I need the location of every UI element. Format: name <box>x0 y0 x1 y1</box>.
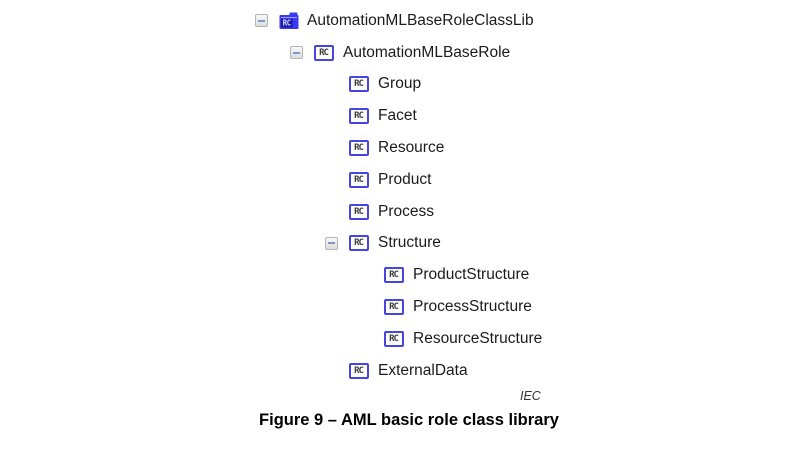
tree-item-label[interactable]: Facet <box>378 107 417 125</box>
tree: RC AutomationMLBaseRoleClassLib RC Autom… <box>0 5 542 387</box>
tree-row[interactable]: RC AutomationMLBaseRole <box>0 37 542 69</box>
tree-row[interactable]: RC ResourceStructure <box>0 323 542 355</box>
tree-expander-slot <box>290 46 314 60</box>
minus-icon <box>258 19 265 22</box>
tree-item-label[interactable]: ResourceStructure <box>413 329 543 347</box>
tree-item-label[interactable]: Group <box>378 75 422 93</box>
svg-text:RC: RC <box>283 19 291 28</box>
role-class-icon: RC <box>349 235 369 252</box>
tree-item-label[interactable]: Process <box>378 202 434 220</box>
role-class-icon: RC <box>384 267 404 284</box>
tree-item-label[interactable]: ProductStructure <box>413 266 530 284</box>
tree-expander-slot <box>325 78 349 91</box>
role-class-icon: RC <box>349 140 369 157</box>
tree-row[interactable]: RC Process <box>0 196 542 228</box>
minus-icon <box>293 51 300 54</box>
role-class-library-icon: RC <box>279 12 299 29</box>
tree-expander-slot <box>325 236 349 250</box>
iec-source-label: IEC <box>520 389 541 403</box>
role-class-icon: RC <box>349 171 369 188</box>
tree-row[interactable]: RC ExternalData <box>0 355 542 387</box>
tree-row[interactable]: RC Product <box>0 164 542 196</box>
tree-expander-slot <box>325 205 349 218</box>
tree-expander-slot <box>360 301 384 314</box>
tree-expander-slot <box>255 14 279 28</box>
role-class-icon: RC <box>384 330 404 347</box>
tree-row[interactable]: RC ProductStructure <box>0 259 542 291</box>
role-class-icon: RC <box>314 44 334 61</box>
minus-icon <box>328 242 335 245</box>
collapse-expander-icon[interactable] <box>255 14 268 28</box>
role-class-icon: RC <box>384 299 404 316</box>
tree-item-label[interactable]: AutomationMLBaseRoleClassLib <box>307 11 534 29</box>
role-class-icon: RC <box>349 362 369 379</box>
tree-row[interactable]: RC Resource <box>0 132 542 164</box>
tree-item-label[interactable]: Structure <box>378 234 441 252</box>
tree-item-label[interactable]: ExternalData <box>378 361 468 379</box>
tree-item-label[interactable]: AutomationMLBaseRole <box>343 43 511 61</box>
tree-row[interactable]: RC ProcessStructure <box>0 291 542 323</box>
tree-expander-slot <box>325 110 349 123</box>
tree-row[interactable]: RC Structure <box>0 228 542 260</box>
tree-row[interactable]: RC Facet <box>0 100 542 132</box>
collapse-expander-icon[interactable] <box>290 46 303 60</box>
tree-item-label[interactable]: ProcessStructure <box>413 298 532 316</box>
figure-caption: Figure 9 – AML basic role class library <box>259 411 559 429</box>
tree-expander-slot <box>325 364 349 377</box>
tree-expander-slot <box>325 173 349 186</box>
tree-expander-slot <box>325 142 349 155</box>
role-class-icon: RC <box>349 108 369 125</box>
role-class-icon: RC <box>349 203 369 220</box>
tree-item-label[interactable]: Resource <box>378 139 445 157</box>
tree-expander-slot <box>360 269 384 282</box>
role-class-icon: RC <box>349 76 369 93</box>
tree-expander-slot <box>360 332 384 345</box>
tree-item-label[interactable]: Product <box>378 170 432 188</box>
tree-row[interactable]: RC AutomationMLBaseRoleClassLib <box>0 5 542 37</box>
collapse-expander-icon[interactable] <box>325 236 338 250</box>
tree-row[interactable]: RC Group <box>0 69 542 101</box>
